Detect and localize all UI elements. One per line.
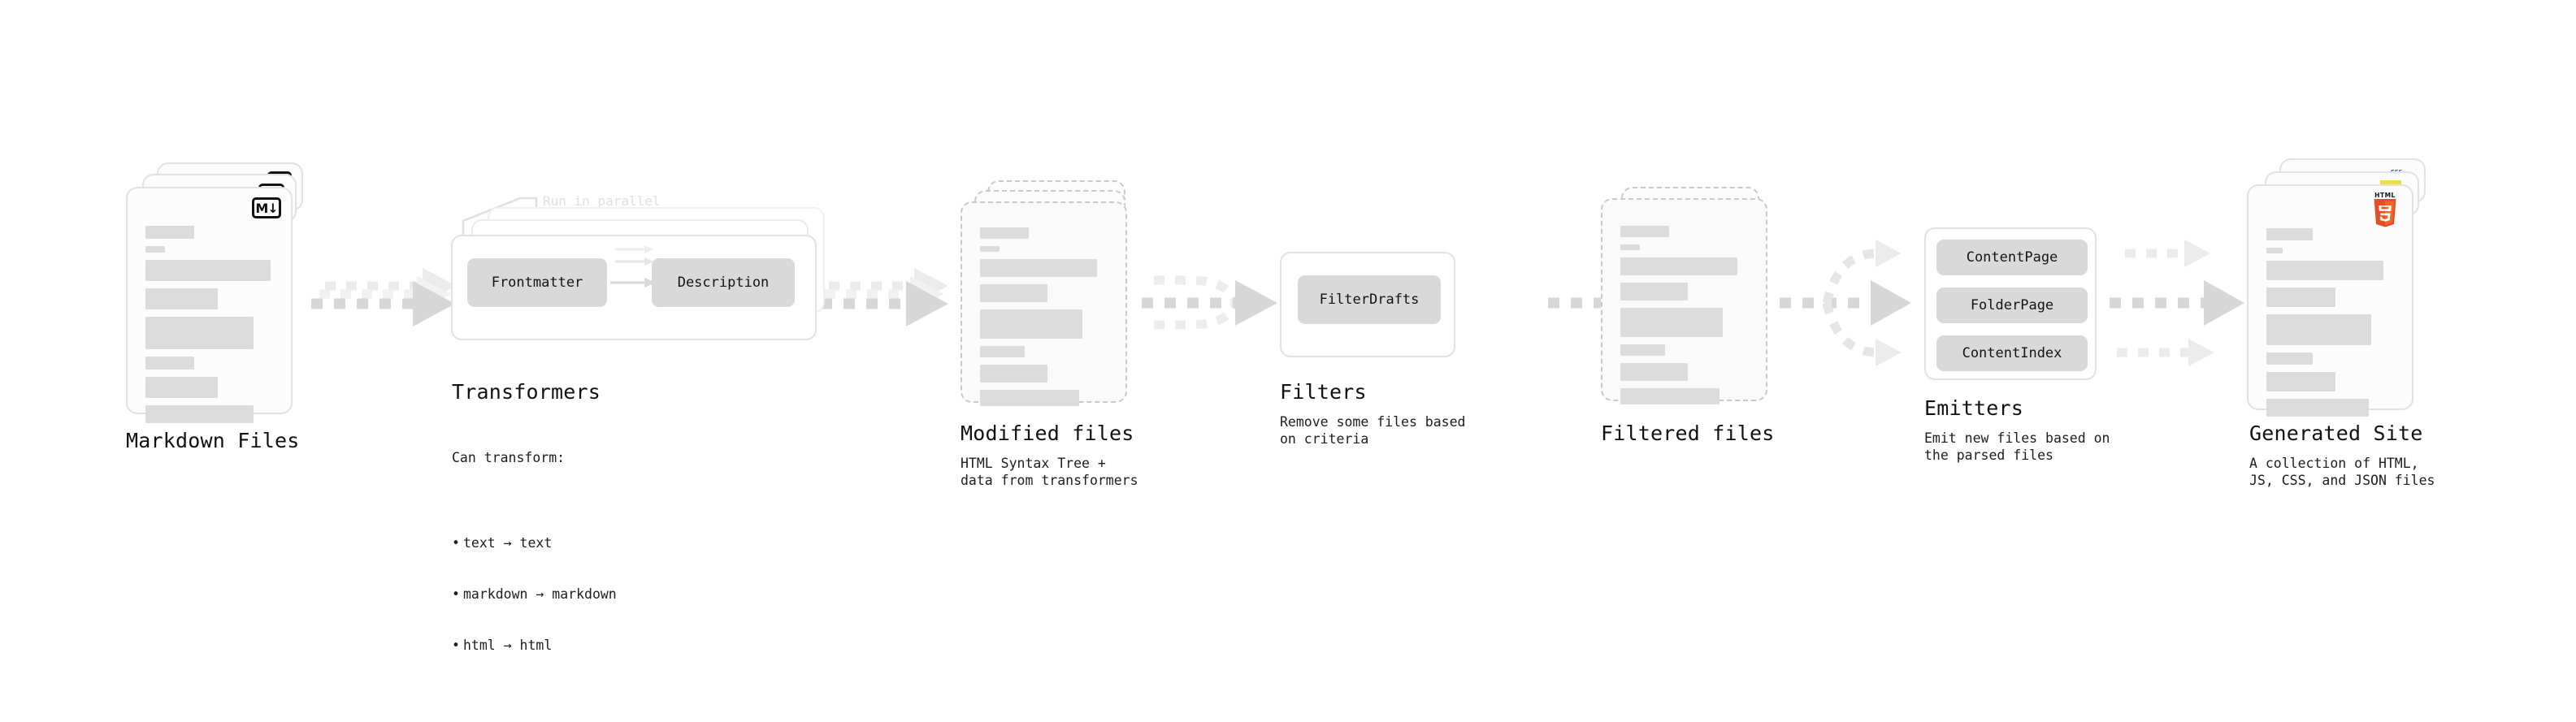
transformers-capability-item: markdown → markdown (463, 586, 617, 603)
generated-site-title: Generated Site (2249, 422, 2423, 445)
transformers-group: Frontmatter Description Frontmatter Desc… (451, 207, 833, 361)
emitter-chip-folderpage[interactable]: FolderPage (1936, 288, 2088, 323)
filtered-files-stack (1601, 187, 1788, 422)
transformer-inner-arrows (610, 245, 656, 288)
generated-site-stack: CSS JS HTML (2247, 158, 2458, 426)
connector-markdown-to-transformers (311, 268, 457, 326)
filter-chip-filterdrafts[interactable]: FilterDrafts (1298, 275, 1441, 324)
html5-icon-shield (2374, 199, 2396, 227)
emitters-subtitle: Emit new files based on the parsed files (1924, 430, 2110, 463)
pipeline-diagram: M↓ M↓ M↓ Markdown Files (0, 0, 2576, 681)
markdown-icon-letter: M (255, 200, 268, 216)
modified-files-title: Modified files (961, 422, 1134, 445)
emitters-title: Emitters (1924, 396, 2024, 420)
modified-files-stack (961, 180, 1147, 416)
markdown-card-front: M↓ (126, 187, 293, 423)
card-placeholder-bars (1620, 226, 1748, 412)
transformer-chip-description[interactable]: Description (652, 258, 795, 307)
modified-files-subtitle: HTML Syntax Tree + data from transformer… (961, 456, 1138, 488)
transformers-capability-item: html → html (463, 637, 617, 654)
transformers-capability-item: text → text (463, 534, 617, 551)
filters-subtitle: Remove some files based on criteria (1280, 414, 1466, 447)
filtered-files-title: Filtered files (1601, 422, 1775, 445)
markdown-icon-arrow: ↓ (267, 200, 278, 216)
card-placeholder-bars (2266, 228, 2394, 424)
filters-box[interactable]: FilterDrafts (1280, 252, 1455, 357)
transformers-capability-list: text → text markdown → markdown html → h… (452, 500, 617, 688)
connector-filtered-to-emitters (1780, 240, 1911, 366)
card-placeholder-bars (980, 227, 1108, 413)
modified-card-front (961, 201, 1127, 406)
transformer-layer-front[interactable]: Frontmatter Description (451, 235, 817, 340)
transformers-subtitle: Can transform: text → text markdown → ma… (452, 415, 617, 722)
connector-emitters-to-site (2110, 240, 2244, 366)
connector-transformers-to-modified (821, 268, 948, 326)
html5-icon-wordmark: HTML (2374, 192, 2396, 199)
generated-card-front: HTML (2247, 184, 2413, 417)
html5-icon: HTML (2370, 192, 2400, 227)
filters-title: Filters (1280, 380, 1367, 404)
connector-modified-to-filters (1142, 275, 1277, 330)
markdown-files-stack: M↓ M↓ M↓ (126, 162, 313, 423)
run-in-parallel-label: Run in parallel (543, 193, 661, 209)
transformer-chip-frontmatter[interactable]: Frontmatter (467, 258, 607, 307)
markdown-icon: M↓ (252, 197, 281, 218)
emitter-chip-contentindex[interactable]: ContentIndex (1936, 335, 2088, 371)
emitter-chip-contentpage[interactable]: ContentPage (1936, 240, 2088, 275)
filtered-card-front (1601, 198, 1767, 404)
emitters-box[interactable]: ContentPage FolderPage ContentIndex (1924, 227, 2097, 380)
generated-site-subtitle: A collection of HTML, JS, CSS, and JSON … (2249, 456, 2435, 488)
markdown-files-title: Markdown Files (126, 429, 300, 452)
card-placeholder-bars (145, 226, 273, 430)
transformers-subtitle-head: Can transform: (452, 450, 566, 465)
transformers-title: Transformers (452, 380, 601, 404)
